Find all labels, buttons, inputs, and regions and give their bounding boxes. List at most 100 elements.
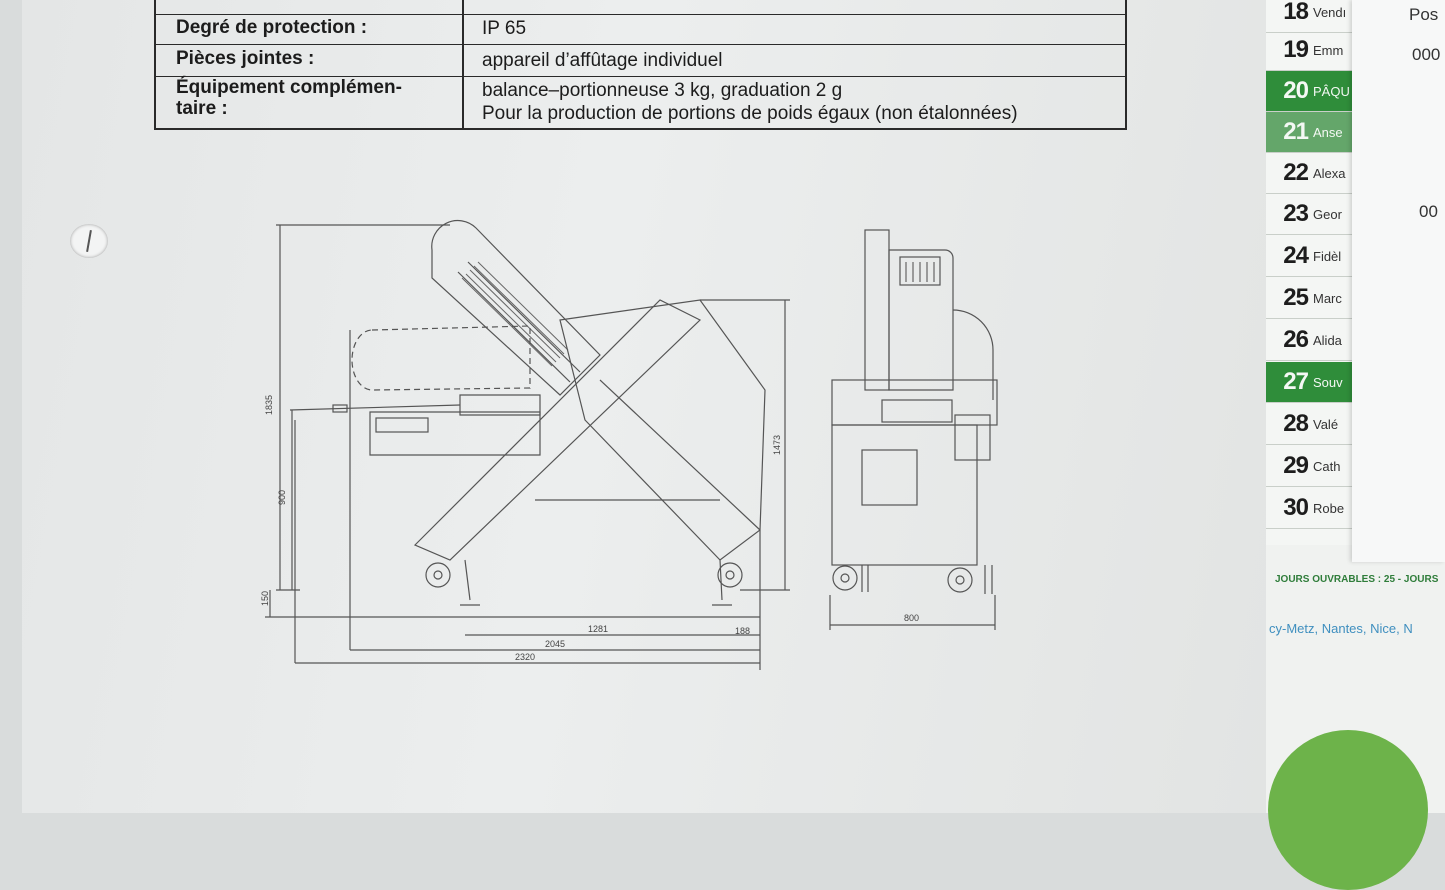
day-name: Alida [1313,332,1342,348]
upper-guard-outline [431,219,601,396]
day-name: Souv [1313,374,1343,390]
slider-rod [289,404,461,411]
technical-drawing: 1835 900 150 1473 1281 188 2045 2320 800 [260,219,998,670]
calendar-day: 26 Alida [1266,320,1354,361]
day-name: Anse [1313,124,1343,140]
dimension-line-height-right [700,299,790,591]
dimension-line-base [265,590,760,618]
dim-label-height-table: 900 [277,490,287,505]
dim-label-foot-offset: 188 [735,626,750,636]
front-blade-carriage [831,379,998,426]
front-base-cabinet [831,424,978,566]
calendar-day-holiday: 21 Anse [1266,112,1354,153]
row-value-continued: Pour la production de portions de poids … [482,103,1018,124]
front-blade-gap [881,399,953,423]
calendar-day: 25 Marc [1266,278,1354,319]
table-row: Degré de protection : IP 65 [156,14,1125,45]
day-number: 28 [1283,410,1309,437]
row-label-continued: taire : [176,98,228,119]
front-curve [952,309,994,400]
note-text: 00 [1419,202,1438,221]
day-number: 30 [1283,494,1309,521]
calendar-day-holiday: 20 PÂQU [1266,71,1354,112]
dimension-line-height-total [276,224,450,591]
calendar-day: 29 Cath [1266,446,1354,487]
binder-hole [70,224,108,258]
day-number: 19 [1283,36,1309,63]
calendar-day: 18 Vendı [1266,0,1354,33]
day-name: Geor [1313,206,1342,222]
table-row: Équipement complémen- taire : balance–po… [156,77,1125,130]
dim-label-length-mid: 2045 [545,639,565,649]
dim-label-width-side: 800 [904,613,919,623]
calendar-day: 23 Geor [1266,194,1354,235]
dimension-line-width-side [829,595,996,630]
front-foot-right [984,565,993,594]
row-value: IP 65 [482,18,527,39]
cities-text: cy-Metz, Nantes, Nice, N [1269,621,1413,636]
calendar-day: 24 Fidèl [1266,236,1354,277]
frame-inner-line [599,379,761,531]
foot-left [460,559,480,606]
calendar-day-holiday: 27 Souv [1266,362,1354,403]
day-number: 20 [1283,77,1309,104]
front-wheel-right [947,567,973,593]
day-number: 24 [1283,242,1309,269]
row-value: balance–portionneuse 3 kg, graduation 2 … [482,80,843,101]
row-label: Degré de protection : [176,17,368,38]
note-text: Pos [1409,5,1439,24]
note-card: Pos 000 00 [1352,0,1445,562]
day-name: Vendı [1313,4,1347,20]
table-column-divider [462,0,464,128]
frame-leg-left [413,299,702,561]
day-number: 21 [1283,118,1309,145]
day-name: Marc [1313,290,1342,306]
day-name: Alexa [1313,165,1346,181]
day-number: 29 [1283,452,1309,479]
spec-sheet-paper [22,0,1267,813]
foot-right [712,559,732,606]
calendar-day: 22 Alexa [1266,153,1354,194]
dim-label-length-total: 2320 [515,652,535,662]
front-upper-housing [888,249,954,391]
spec-table: Degré de protection : IP 65 Pièces joint… [154,0,1127,130]
table-row: Pièces jointes : appareil d’affûtage ind… [156,45,1125,77]
dim-label-height-right: 1473 [772,435,782,455]
wheel-right [717,562,743,588]
table-row-cut-off [156,0,1125,15]
front-side-box [954,414,991,461]
calendar-day: 28 Valé [1266,404,1354,445]
wheel-left [425,562,451,588]
control-display [375,417,429,433]
front-access-panel [861,449,918,506]
day-name: Emm [1313,42,1344,58]
day-number: 22 [1283,159,1309,186]
day-number: 26 [1283,326,1309,353]
wall-calendar: 18 Vendı 19 Emm 20 PÂQU 21 Anse 22 Alexa… [1266,0,1356,545]
day-name: PÂQU [1313,83,1349,99]
day-number: 18 [1283,0,1309,25]
calendar-day: 19 Emm [1266,30,1354,71]
note-text: 000 [1412,45,1441,64]
dim-label-height-base: 150 [260,591,270,606]
tray-dashed-outline [351,325,531,391]
day-name: Cath [1313,458,1341,474]
dim-label-height-total: 1835 [264,395,274,415]
day-number: 23 [1283,200,1309,227]
frame-leg-right [559,299,766,561]
front-foot-left [861,565,869,592]
day-name: Valé [1313,416,1339,432]
blade-grill-line [467,261,581,373]
day-name: Fidèl [1313,248,1342,264]
dim-label-wheel-span: 1281 [588,624,608,634]
control-panel-body [369,411,541,456]
front-wheel-left [832,565,858,591]
day-number: 25 [1283,284,1309,311]
front-vent-panel [899,256,941,286]
front-guard-post [864,229,890,391]
slider-handle [332,404,348,413]
row-value: appareil d’affûtage individuel [482,50,723,71]
row-label: Équipement complémen- [176,77,402,98]
mascot-logo [1268,730,1428,890]
day-number: 27 [1283,368,1309,395]
